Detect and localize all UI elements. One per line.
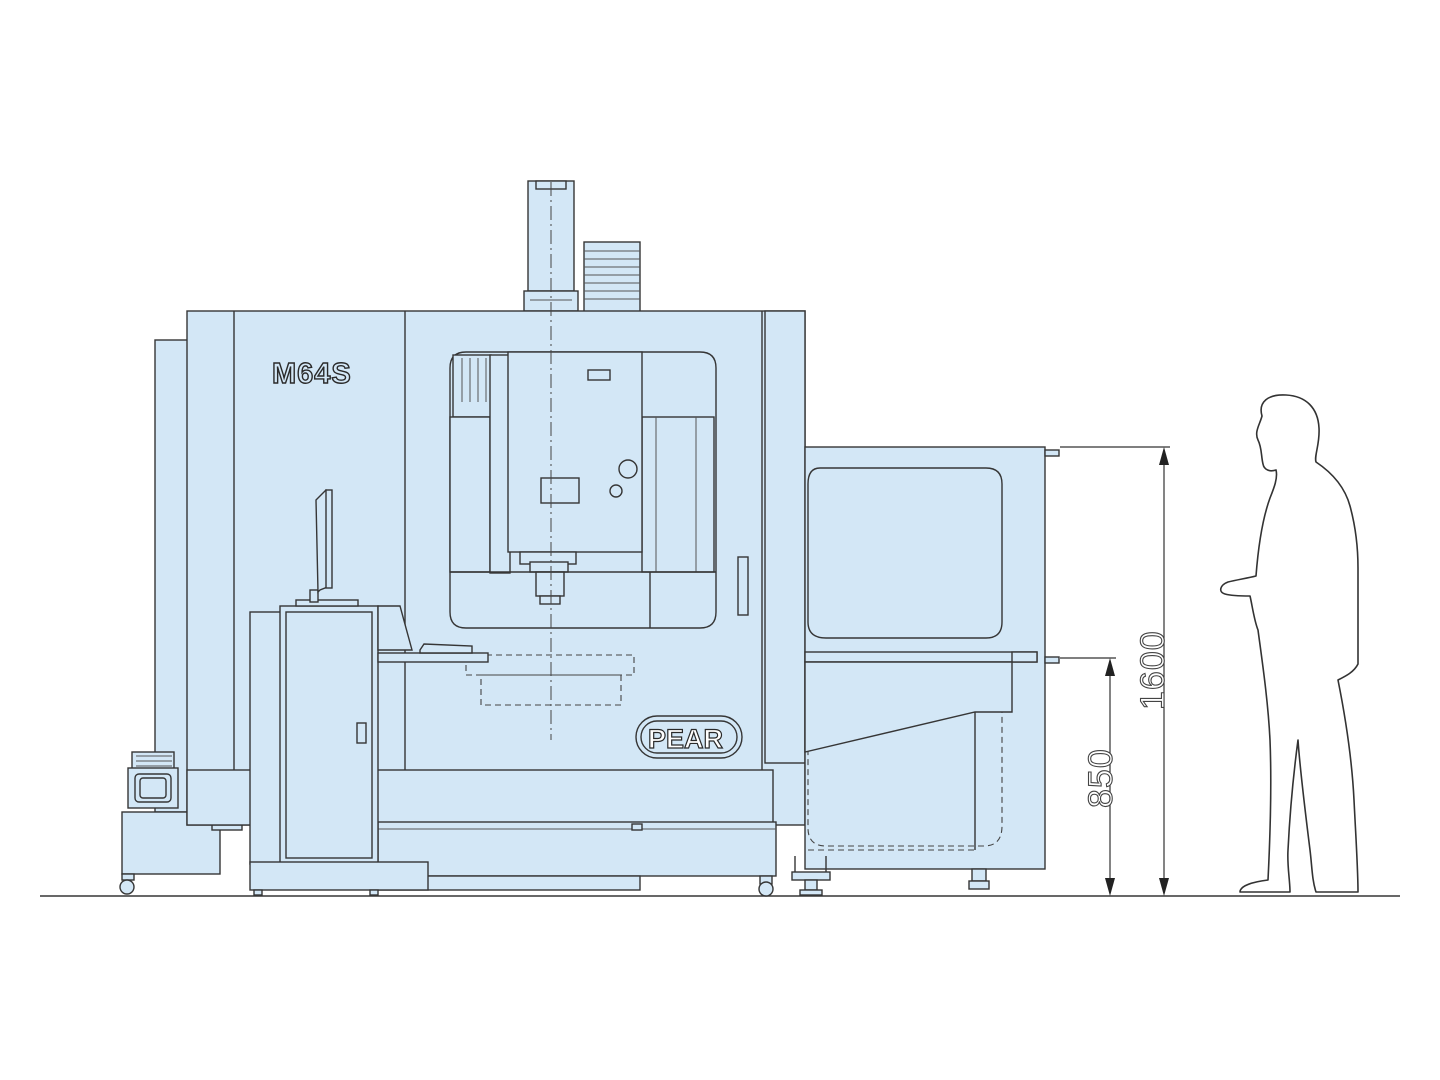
caster-left (119, 873, 135, 895)
spindle-head (507, 351, 643, 553)
human-figure (1219, 394, 1359, 893)
base-rail (377, 821, 777, 877)
pallet-changer-enclosure (791, 446, 1060, 896)
door-handle (737, 556, 749, 616)
model-label: M64S (272, 358, 352, 390)
pump-motor (127, 751, 179, 809)
svg-text:PEAR: PEAR (648, 724, 723, 754)
head-label-plate (587, 369, 611, 381)
operator-console (249, 489, 489, 896)
dimension-1600: 1600 (1060, 446, 1173, 896)
dimension-1600-label: 1600 (1134, 630, 1172, 710)
head-gauge-large (618, 459, 638, 479)
rear-panel (154, 339, 190, 813)
table-outline-lower (480, 674, 622, 706)
head-inspection-plate (540, 477, 580, 504)
radiator-fins (583, 241, 641, 313)
leveling-jack (791, 856, 831, 896)
dimension-850: 850 (1060, 657, 1121, 896)
brand-badge: PEAR (635, 715, 743, 759)
dimension-850-label: 850 (1082, 748, 1120, 808)
head-gauge-small (609, 484, 623, 498)
work-window (449, 351, 717, 629)
table-outline-upper (465, 654, 635, 676)
front-door-frame (764, 310, 806, 764)
